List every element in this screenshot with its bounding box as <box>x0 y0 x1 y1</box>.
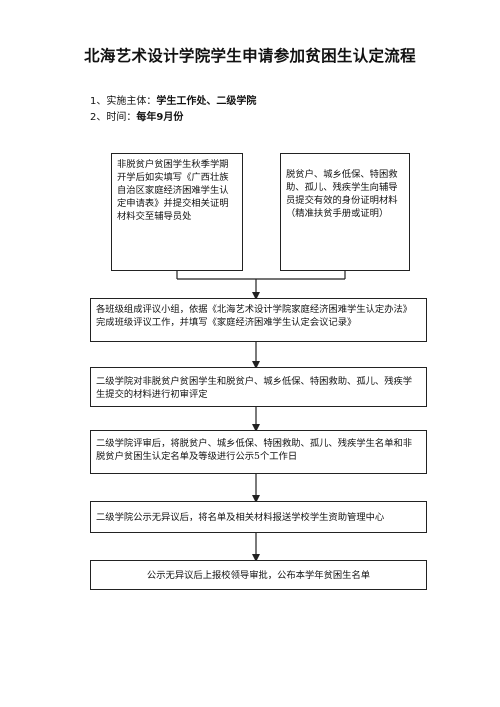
flow-step-class-review: 各班级组成评议小组，依据《北海艺术设计学院家庭经济困难学生认定办法》完成班级评议… <box>90 298 427 342</box>
info-label: 2、时间： <box>90 112 137 123</box>
info-value: 学生工作处、二级学院 <box>156 96 257 107</box>
info-line-time: 2、时间：每年9月份 <box>90 111 183 124</box>
flow-step-college-preliminary-review: 二级学院对非脱贫户贫困学生和脱贫户、城乡低保、特困救助、孤儿、残疾学生提交的材料… <box>90 367 427 407</box>
flow-step-final-approval: 公示无异议后上报校领导审批，公布本学年贫困生名单 <box>90 560 427 590</box>
info-value: 每年9月份 <box>136 112 184 123</box>
flow-step-submit-to-aid-center: 二级学院公示无异议后，将名单及相关材料报送学校学生资助管理中心 <box>90 501 427 533</box>
info-label: 1、实施主体： <box>90 96 157 107</box>
flow-step-poverty-household-materials: 脱贫户、城乡低保、特困救助、孤儿、残疾学生向辅导员提交有效的身份证明材料（精准扶… <box>280 153 410 271</box>
flow-step-college-publicity: 二级学院评审后，将脱贫户、城乡低保、特困救助、孤儿、残疾学生名单和非脱贫户贫困生… <box>90 430 427 474</box>
info-line-subject: 1、实施主体：学生工作处、二级学院 <box>90 95 256 108</box>
page-title: 北海艺术设计学院学生申请参加贫困生认定流程 <box>84 47 416 65</box>
flow-step-non-poverty-application: 非脱贫户贫困学生秋季学期开学后如实填写《广西壮族自治区家庭经济困难学生认定申请表… <box>111 153 243 271</box>
